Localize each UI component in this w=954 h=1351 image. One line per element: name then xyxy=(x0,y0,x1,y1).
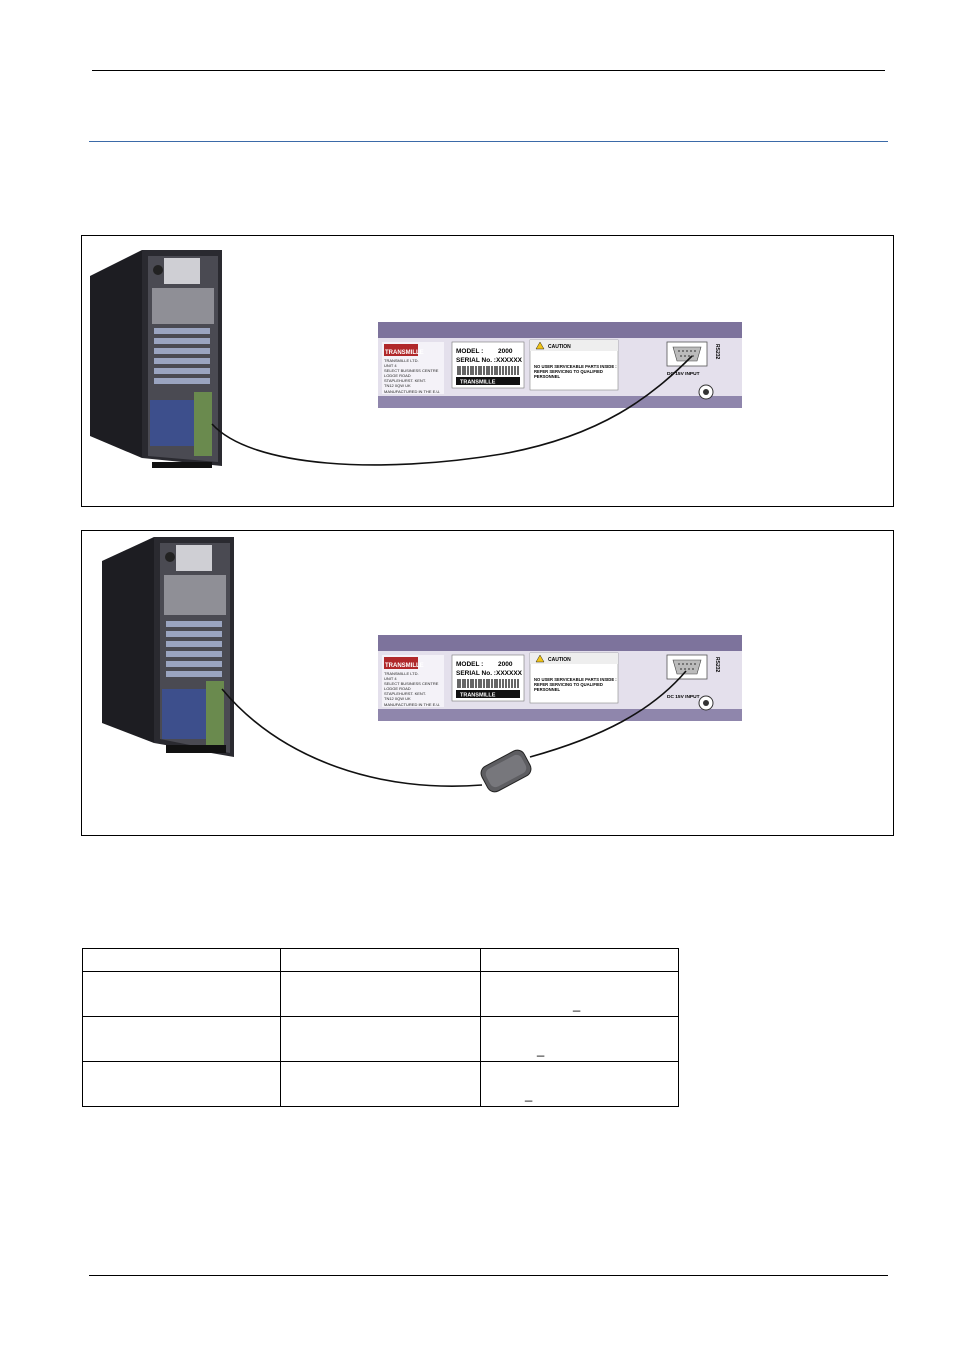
address-line: SELECT BUSINESS CENTRE xyxy=(384,681,439,686)
barcode-icon xyxy=(457,679,519,688)
made-in-text: MANUFACTURED IN THE E.U. xyxy=(384,389,440,394)
made-in-text: MANUFACTURED IN THE E.U. xyxy=(384,702,440,707)
instrument-rear-panel: TRANSMILLE TRANSMILLE LTD. UNIT 4 SELECT… xyxy=(378,322,742,408)
pc-tower-icon xyxy=(90,250,222,468)
caution-title: CAUTION xyxy=(548,344,571,350)
table-header-cell xyxy=(280,948,481,972)
table-row: _ xyxy=(82,1016,679,1062)
pc-tower-icon xyxy=(102,537,234,757)
model-label-title: MODEL : xyxy=(456,661,483,668)
figure-usb-adapter-drawing: TRANSMILLE TRANSMILLE LTD. UNIT 4 SELECT… xyxy=(102,537,742,793)
usb-cable xyxy=(221,688,483,787)
table-row: _ xyxy=(82,1061,679,1107)
address-line: SELECT BUSINESS CENTRE xyxy=(384,368,439,373)
specification-table: _ _ _ xyxy=(82,948,679,1107)
table-cell xyxy=(280,1016,481,1062)
underscore-mark: _ xyxy=(525,1087,533,1102)
table-header-row xyxy=(82,948,679,972)
address-line: TRANSMILLE LTD. xyxy=(384,358,419,363)
address-line: LODGE ROAD xyxy=(384,686,411,691)
warning-icon xyxy=(535,341,545,350)
serial-label-title: SERIAL No. : xyxy=(456,357,496,364)
address-line: TRANSMILLE LTD. xyxy=(384,671,419,676)
dc-input-label: DC 15V INPUT xyxy=(667,371,700,377)
underscore-mark: _ xyxy=(537,1042,545,1057)
serial-label-title: SERIAL No. : xyxy=(456,670,496,677)
serial-value: XXXXXX xyxy=(496,357,523,364)
caution-line: PERSONNEL xyxy=(534,374,561,379)
caution-line: REFER SERVICING TO QUALIFIED xyxy=(534,369,603,374)
table-cell xyxy=(280,1061,481,1107)
table-cell: _ xyxy=(480,1061,679,1107)
model-value: 2000 xyxy=(498,661,513,668)
table-header-cell xyxy=(82,948,281,972)
table-cell xyxy=(82,971,281,1017)
caution-line: NO USER SERVICEABLE PARTS INSIDE : xyxy=(534,677,617,682)
brand-logo-text: TRANSMILLE xyxy=(385,663,424,669)
caution-line: PERSONNEL xyxy=(534,687,561,692)
serial-cable xyxy=(529,670,687,758)
table-cell xyxy=(280,971,481,1017)
table-row: _ xyxy=(82,971,679,1017)
table-header-cell xyxy=(480,948,679,972)
underscore-mark: _ xyxy=(573,997,581,1012)
caution-line: REFER SERVICING TO QUALIFIED xyxy=(534,682,603,687)
caution-title: CAUTION xyxy=(548,657,571,663)
figure-direct-connection-drawing: TRANSMILLE TRANSMILLE LTD. UNIT 4 SELECT… xyxy=(90,250,742,468)
address-line: LODGE ROAD xyxy=(384,373,411,378)
dc-input-label: DC 15V INPUT xyxy=(667,694,700,700)
model-label-title: MODEL : xyxy=(456,348,483,355)
table-cell xyxy=(82,1061,281,1107)
instrument-rear-panel: TRANSMILLE TRANSMILLE LTD. UNIT 4 SELECT… xyxy=(378,635,742,721)
address-line: TN12 0QW UK xyxy=(384,696,411,701)
address-line: STAPLEHURST. KENT. xyxy=(384,691,426,696)
figure-direct-connection: TRANSMILLE TRANSMILLE LTD. UNIT 4 SELECT… xyxy=(81,235,894,507)
table-cell xyxy=(82,1016,281,1062)
table-cell: _ xyxy=(480,971,679,1017)
address-line: STAPLEHURST. KENT. xyxy=(384,378,426,383)
caution-line: NO USER SERVICEABLE PARTS INSIDE : xyxy=(534,364,617,369)
usb-serial-adapter-icon xyxy=(480,749,532,793)
barcode-icon xyxy=(457,366,519,375)
brand-logo xyxy=(384,344,418,356)
label-brand-strip: TRANSMILLE xyxy=(460,380,496,386)
address-line: UNIT 4 xyxy=(384,363,397,368)
rs232-port-label: RS232 xyxy=(714,344,720,360)
address-line: TN12 0QW UK xyxy=(384,383,411,388)
header-rule xyxy=(92,70,885,71)
brand-logo xyxy=(384,657,418,669)
table-cell: _ xyxy=(480,1016,679,1062)
serial-cable xyxy=(211,355,693,466)
label-brand-strip: TRANSMILLE xyxy=(460,693,496,699)
model-value: 2000 xyxy=(498,348,513,355)
section-rule xyxy=(89,141,888,142)
address-line: UNIT 4 xyxy=(384,676,397,681)
footer-rule xyxy=(89,1275,888,1276)
rs232-port-label: RS232 xyxy=(714,657,720,673)
figure-usb-adapter-connection: TRANSMILLE TRANSMILLE LTD. UNIT 4 SELECT… xyxy=(81,530,894,836)
brand-logo-text: TRANSMILLE xyxy=(385,350,424,356)
serial-value: XXXXXX xyxy=(496,670,523,677)
warning-icon xyxy=(535,654,545,663)
